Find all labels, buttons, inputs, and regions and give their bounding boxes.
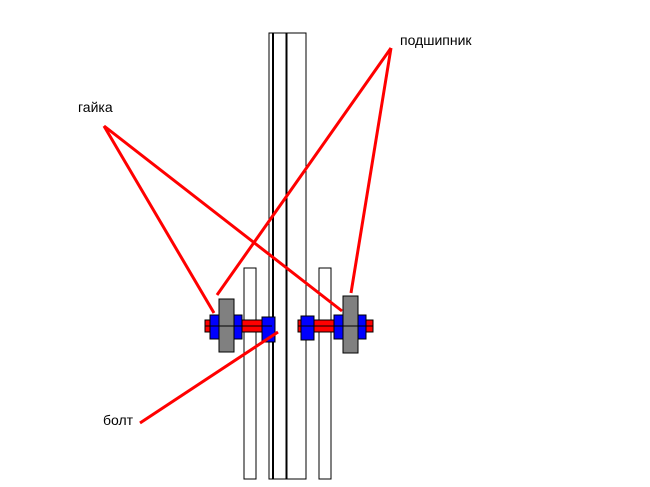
left-bolt-assembly [204, 298, 276, 353]
bolt-label: болт [103, 412, 134, 428]
right-bearing-inner [300, 315, 315, 341]
bolt-leader [139, 330, 279, 425]
nut-leader-left [102, 125, 216, 314]
bearing-leader-left [215, 47, 393, 296]
left-side-plate [243, 267, 257, 480]
central-post-right-plate [286, 32, 307, 480]
central-post [268, 32, 307, 480]
bearing-leader-right [349, 47, 393, 294]
nut-leader-right [103, 124, 343, 313]
nut-label: гайка [78, 99, 113, 115]
bearing-label: подшипник [400, 32, 472, 48]
right-bolt-assembly [297, 295, 374, 354]
leader-lines [102, 47, 393, 425]
right-nut [342, 295, 359, 354]
